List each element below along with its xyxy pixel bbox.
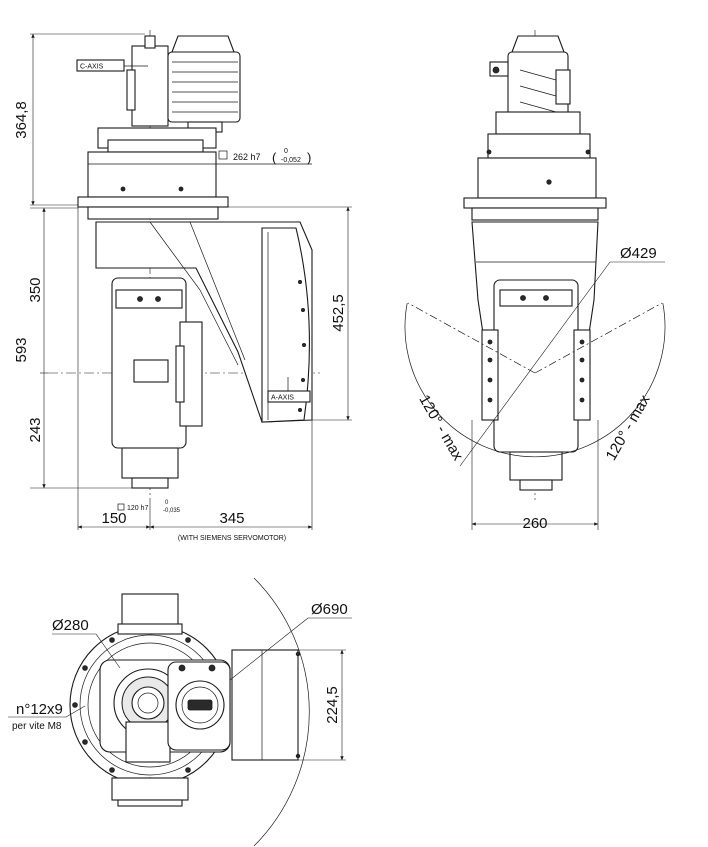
dim-224-5: 224,5	[324, 686, 341, 724]
servo-note: (WITH SIEMENS SERVOMOTOR)	[178, 535, 286, 542]
front-dimensions	[30, 33, 352, 530]
svg-text:): )	[307, 150, 311, 165]
dim-260: 260	[522, 515, 547, 532]
c-axis-housing	[87, 151, 217, 198]
dim-345: 345	[219, 510, 244, 527]
dia-690: Ø690	[311, 601, 348, 618]
angle-right: 120° - max	[603, 392, 654, 464]
spindle-tol-upper: 0	[165, 500, 169, 506]
front-view: C-AXIS A-AXIS 262 h7 0 -0,052 ( ) 120 h7…	[13, 30, 352, 542]
dim-452-5: 452,5	[330, 294, 347, 332]
top-view: 224,5 Ø690 Ø280 n°12x9 per vite M8	[8, 577, 352, 847]
flange-tol-lower: -0,052	[281, 157, 301, 164]
dia-280: Ø280	[52, 617, 89, 634]
flange-dim: 262 h7	[233, 152, 261, 162]
top-right-body	[231, 649, 299, 761]
dia-429: Ø429	[620, 245, 657, 262]
holes-count: n°12x9	[16, 701, 63, 718]
spindle-nose	[121, 447, 179, 479]
angle-left: 120° - max	[415, 392, 466, 464]
dim-350: 350	[27, 277, 44, 302]
swing-arc	[404, 302, 666, 458]
side-flange	[463, 197, 607, 209]
spindle-dim: 120 h7	[127, 505, 149, 512]
c-axis-motor-column	[131, 45, 169, 127]
c-axis-label: C-AXIS	[80, 64, 104, 71]
side-c-housing	[477, 157, 597, 199]
side-view: Ø429 120° - max 120° - max 260	[404, 30, 666, 532]
servomotor-top	[167, 35, 241, 133]
dim-150: 150	[101, 510, 126, 527]
dim-593: 593	[13, 337, 30, 362]
dim-364-8: 364,8	[13, 101, 30, 139]
flange-tol-upper: 0	[284, 148, 288, 155]
side-spindle-nose	[509, 451, 563, 481]
spindle-tol-lower: -0,035	[163, 508, 181, 514]
dim-243: 243	[27, 417, 44, 442]
main-flange	[77, 196, 229, 208]
a-axis-label: A-AXIS	[271, 395, 294, 402]
a-axis-motor	[261, 227, 310, 423]
spindle-symbol-icon	[117, 503, 125, 511]
side-servomotor	[489, 35, 571, 131]
flange-symbol-icon	[218, 150, 228, 160]
screws-note: per vite M8	[12, 721, 62, 732]
large-swing-arc	[253, 577, 310, 847]
motor-connector	[167, 661, 231, 751]
svg-text:(: (	[272, 150, 277, 165]
